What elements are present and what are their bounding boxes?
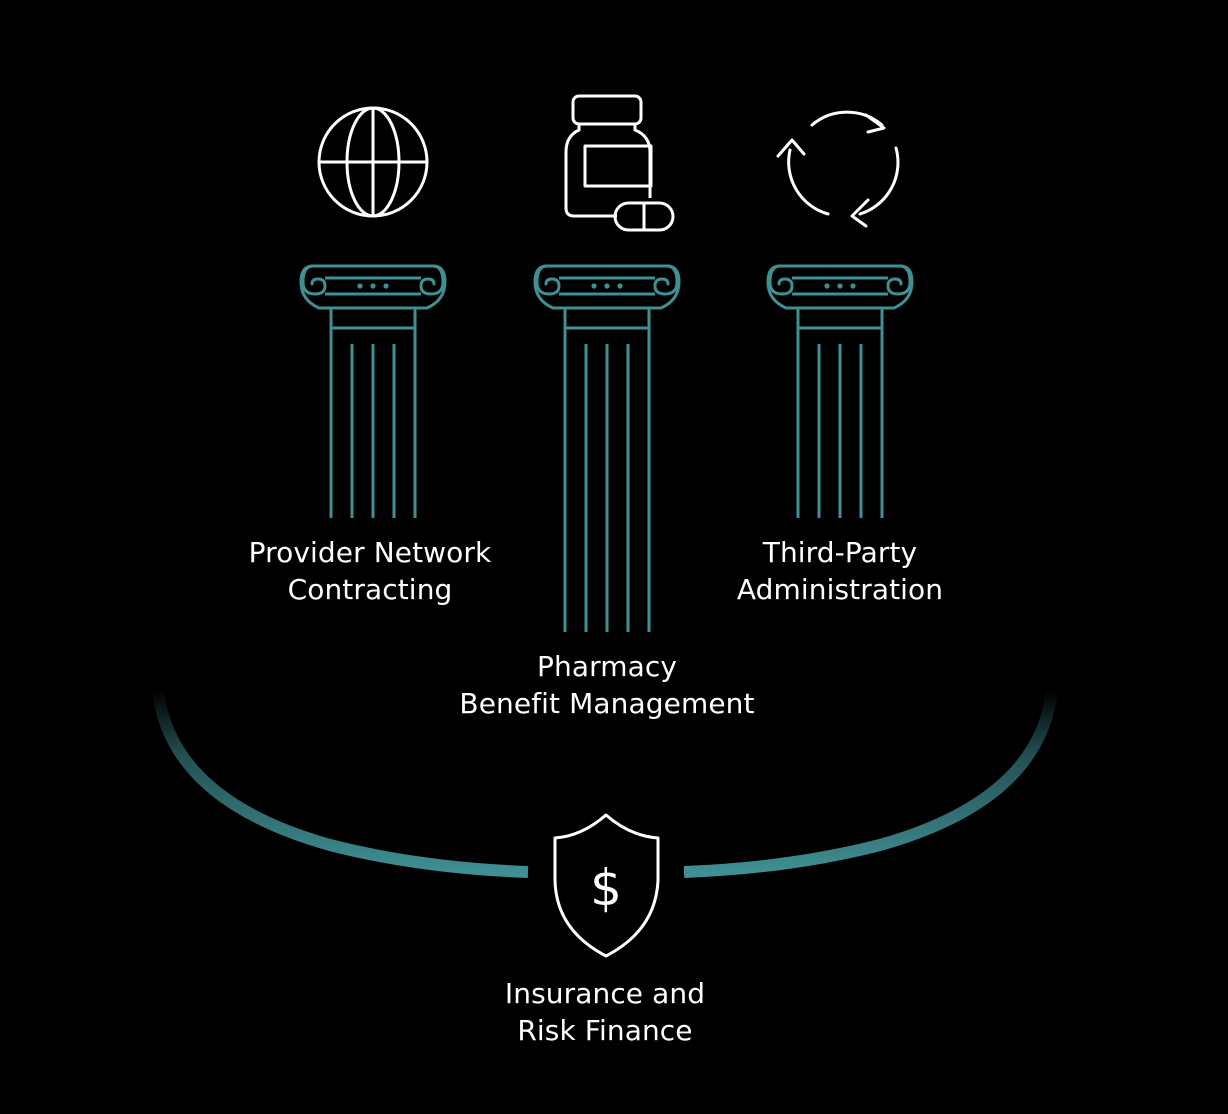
globe-icon — [317, 106, 429, 218]
pillar-third-party — [766, 264, 914, 518]
label-insurance-line2: Risk Finance — [517, 1014, 693, 1047]
label-insurance: Insurance and Risk Finance — [487, 975, 723, 1049]
label-provider-network-line1: Provider Network — [248, 536, 492, 569]
label-insurance-line1: Insurance and — [504, 977, 706, 1010]
label-pharmacy-line2: Benefit Management — [459, 687, 755, 720]
pillar-provider-network — [299, 264, 447, 518]
foundation-arc-left — [152, 689, 529, 878]
label-pharmacy-line1: Pharmacy — [536, 650, 677, 683]
refresh-cycle-icon — [776, 110, 900, 228]
pillar-pharmacy — [533, 264, 681, 632]
foundation-arc-right — [683, 689, 1058, 878]
label-third-party-line2: Administration — [736, 573, 944, 606]
label-third-party: Third-Party Administration — [722, 534, 958, 608]
label-provider-network-line2: Contracting — [287, 573, 453, 606]
dollar-sign: $ — [590, 859, 622, 917]
label-provider-network: Provider Network Contracting — [238, 534, 502, 608]
pill-bottle-icon — [564, 94, 675, 232]
shield-dollar-icon: $ — [553, 813, 660, 958]
label-pharmacy: Pharmacy Benefit Management — [447, 648, 767, 722]
label-third-party-line1: Third-Party — [762, 536, 918, 569]
